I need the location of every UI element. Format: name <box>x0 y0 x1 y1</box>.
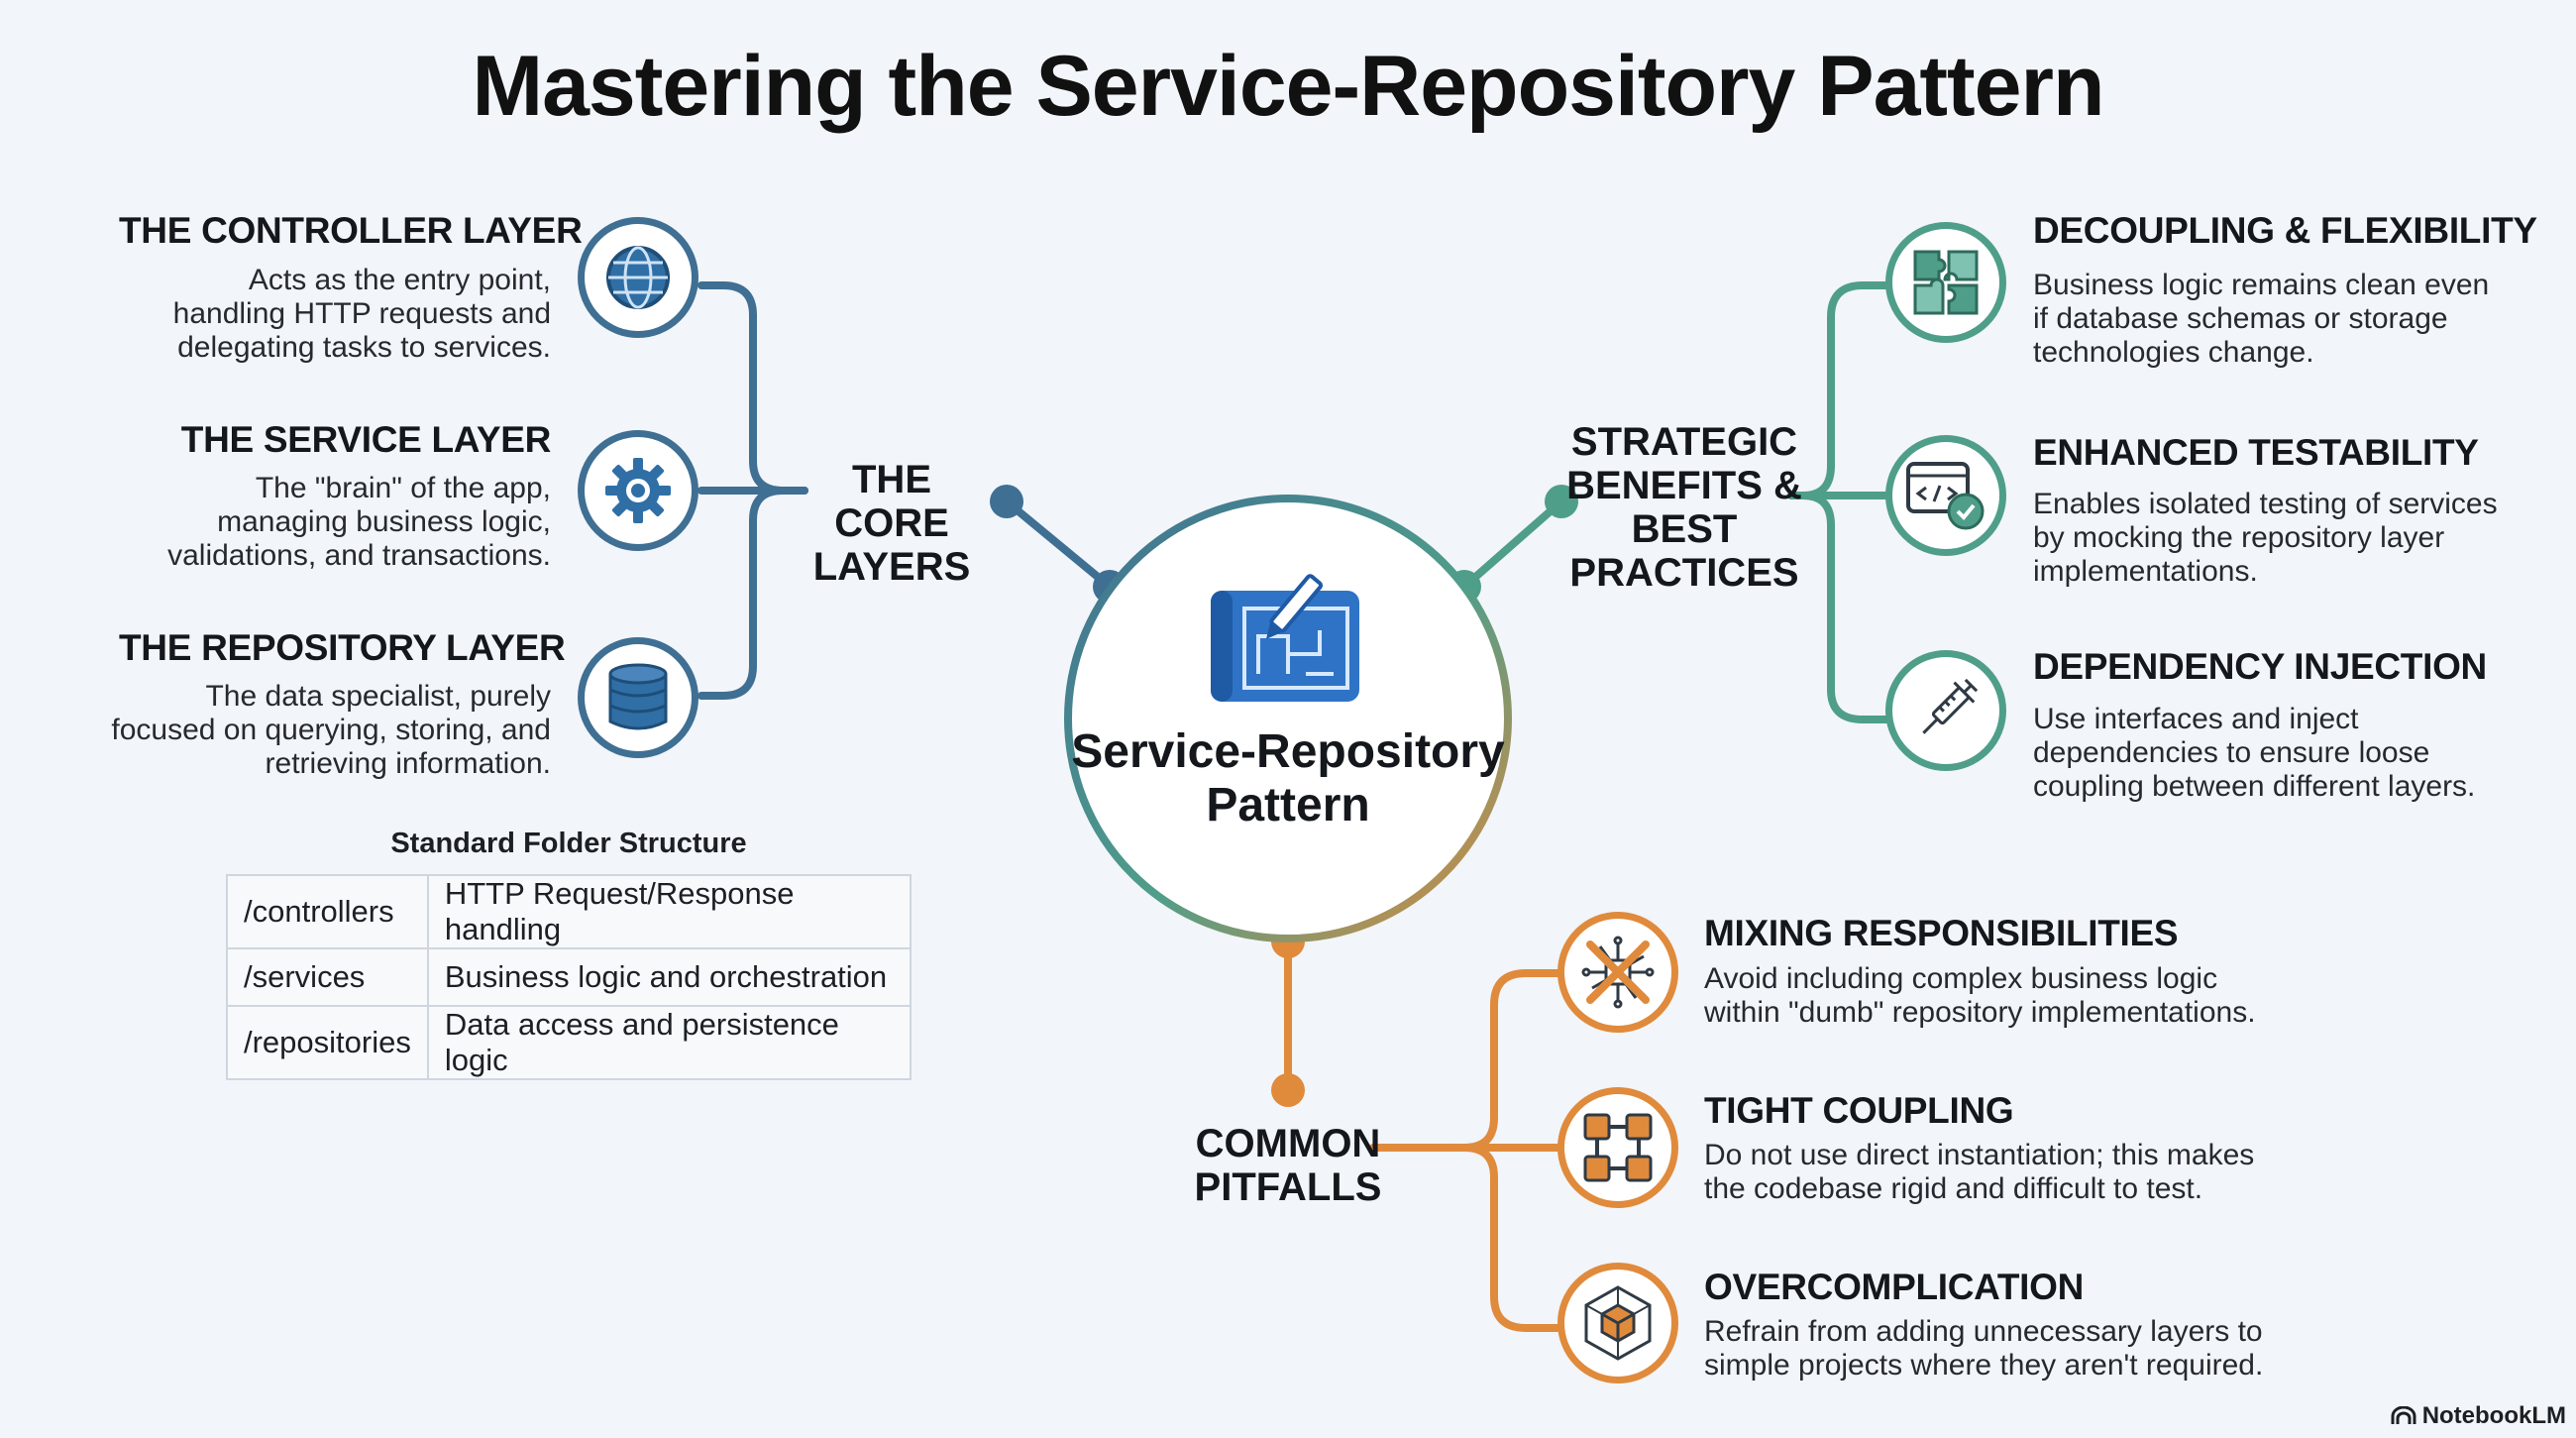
benefits-label: STRATEGIC BENEFITS & BEST PRACTICES <box>1566 420 1802 595</box>
coupled-blocks-icon <box>1583 1113 1653 1182</box>
folder-purpose: HTTP Request/Response handling <box>426 874 912 949</box>
folder-structure-title: Standard Folder Structure <box>390 828 747 859</box>
controller-layer-text: Acts as the entry point, handling HTTP r… <box>172 264 551 364</box>
testability-text: Enables isolated testing of services by … <box>2033 488 2498 588</box>
benefits-connectors <box>1460 281 1894 723</box>
service-layer-heading: THE SERVICE LAYER <box>180 419 552 460</box>
code-check-icon <box>1906 462 1985 530</box>
core-connectors <box>698 281 1114 700</box>
folder-purpose: Business logic and orchestration <box>426 947 912 1007</box>
folder-path: /services <box>226 947 429 1007</box>
table-row: /services Business logic and orchestrati… <box>226 947 912 1007</box>
database-icon <box>608 663 668 730</box>
hub-label: Service-Repository Pattern <box>1071 725 1505 831</box>
repository-layer-heading: THE REPOSITORY LAYER <box>119 627 566 668</box>
hub-ring <box>1064 495 1512 942</box>
crossed-circuit-icon <box>1581 936 1655 1009</box>
table-row: /controllers HTTP Request/Response handl… <box>226 874 912 949</box>
cube-icon <box>1584 1285 1652 1361</box>
mixing-text: Avoid including complex business logic w… <box>1704 962 2256 1029</box>
decoupling-text: Business logic remains clean even if dat… <box>2033 269 2490 369</box>
notebooklm-logo-icon <box>2391 1406 2416 1424</box>
brand-mark: NotebookLM <box>2391 1402 2566 1430</box>
mixing-heading: MIXING RESPONSIBILITIES <box>1704 913 2179 953</box>
repository-icon-ring <box>578 637 698 758</box>
folder-path: /repositories <box>226 1005 429 1080</box>
repository-layer-text: The data specialist, purely focused on q… <box>111 680 551 780</box>
decoupling-icon-ring <box>1885 222 2006 343</box>
folder-purpose: Data access and persistence logic <box>426 1005 912 1080</box>
gear-icon <box>605 458 671 523</box>
syringe-icon <box>1922 678 1979 734</box>
overcomplication-icon-ring <box>1557 1263 1678 1383</box>
service-layer-text: The "brain" of the app, managing busines… <box>167 472 551 572</box>
brand-name: NotebookLM <box>2421 1402 2566 1429</box>
tight-coupling-icon-ring <box>1557 1087 1678 1208</box>
puzzle-icon <box>1913 250 1979 315</box>
overcomplication-heading: OVERCOMPLICATION <box>1704 1267 2085 1307</box>
tight-coupling-text: Do not use direct instantiation; this ma… <box>1704 1139 2255 1205</box>
controller-layer-heading: THE CONTROLLER LAYER <box>119 210 583 251</box>
dependency-icon-ring <box>1885 650 2006 771</box>
globe-icon <box>606 246 670 309</box>
decoupling-heading: DECOUPLING & FLEXIBILITY <box>2033 210 2537 251</box>
table-row: /repositories Data access and persistenc… <box>226 1005 912 1080</box>
controller-icon-ring <box>578 217 698 338</box>
benefits-node <box>1545 485 1578 518</box>
pitfalls-label: COMMON PITFALLS <box>1194 1122 1382 1209</box>
blueprint-icon <box>1211 574 1359 702</box>
pitfalls-node <box>1271 1073 1305 1107</box>
folder-path: /controllers <box>226 874 429 949</box>
tight-coupling-heading: TIGHT COUPLING <box>1704 1090 2014 1131</box>
page-title: Mastering the Service-Repository Pattern <box>472 39 2104 134</box>
folder-structure-table: /controllers HTTP Request/Response handl… <box>226 874 912 1080</box>
testability-heading: ENHANCED TESTABILITY <box>2033 432 2479 473</box>
overcomplication-text: Refrain from adding unnecessary layers t… <box>1704 1315 2264 1382</box>
testability-icon-ring <box>1885 435 2006 556</box>
service-icon-ring <box>578 430 698 551</box>
dependency-text: Use interfaces and inject dependencies t… <box>2033 703 2476 803</box>
pitfalls-connectors <box>1284 938 1561 1332</box>
mixing-icon-ring <box>1557 912 1678 1033</box>
core-node <box>990 485 1023 518</box>
dependency-heading: DEPENDENCY INJECTION <box>2033 646 2487 687</box>
core-layers-label: THE CORE LAYERS <box>812 458 971 589</box>
